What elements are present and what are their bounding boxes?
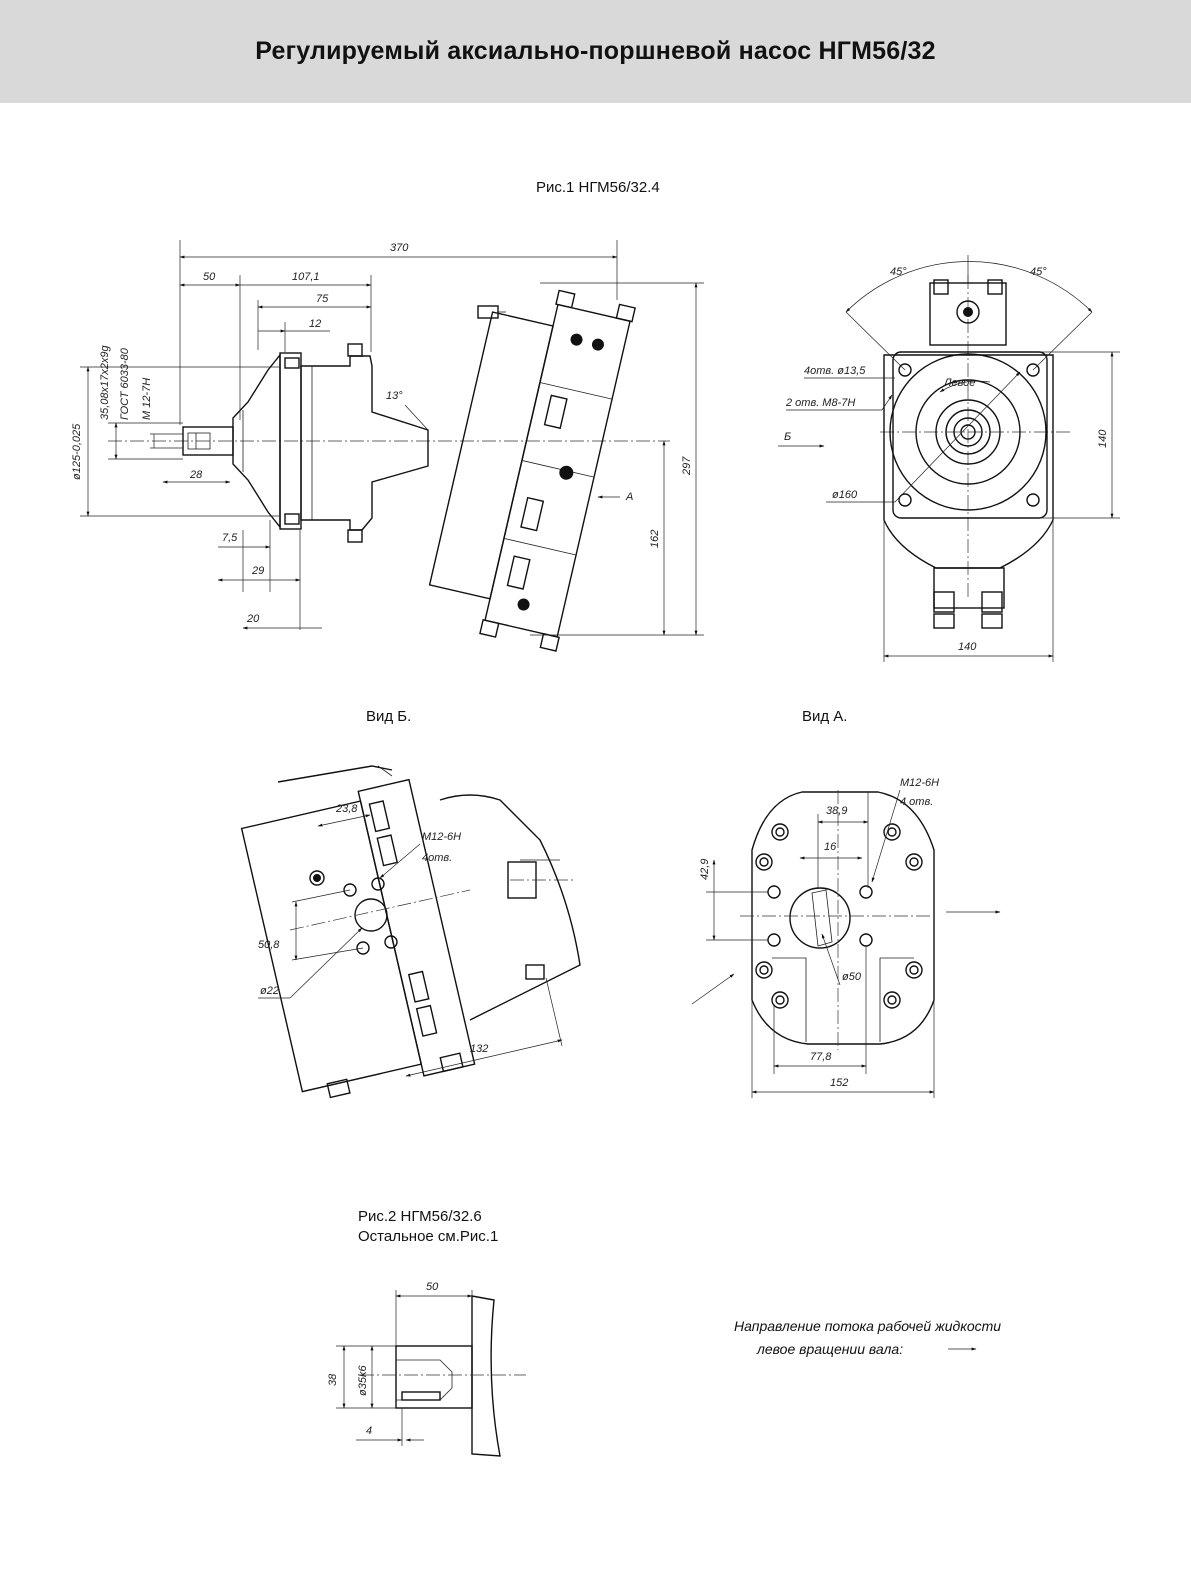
caption-view-a: Вид А.	[802, 708, 848, 725]
cylinder-block	[428, 289, 636, 652]
label-rotation-left: Левое	[943, 377, 975, 389]
title-bar: Регулируемый аксиально-поршневой насос Н…	[0, 0, 1191, 103]
dim-132: 132	[470, 1043, 488, 1055]
dim-50-fig2: 50	[426, 1281, 439, 1293]
caption-view-b: Вид Б.	[366, 708, 412, 725]
dim-370: 370	[390, 242, 409, 254]
dim-4-fig2: 4	[366, 1425, 372, 1437]
control-block	[484, 303, 631, 638]
dim-29: 29	[251, 565, 264, 577]
dim-45-left: 45°	[890, 266, 907, 278]
view-a-inlet-arrow	[691, 973, 735, 1005]
dim-160: ø160	[832, 489, 858, 501]
dim-162: 162	[649, 530, 661, 548]
dim-38-fig2: 38	[327, 1373, 339, 1386]
dim-13deg: 13°	[386, 390, 403, 402]
dim-125: ø125-0,025	[71, 423, 83, 480]
dim-23-8: 23,8	[335, 803, 358, 815]
flow-note-line1: Направление потока рабочей жидкости	[734, 1318, 1002, 1334]
label-view-a: А	[625, 491, 633, 503]
dim-152: 152	[830, 1077, 848, 1089]
dim-77-8: 77,8	[810, 1051, 832, 1063]
dim-75: 75	[316, 293, 329, 305]
view-b-drawing: 23,8 М12-6Н 4отв. 50,8 ø22 132	[240, 765, 581, 1099]
label-holes-b: 4отв.	[422, 852, 452, 864]
fig1-pump-end-view: 45° 45° 4отв. ø13,5 2 отв. М8-7Н Левое Б…	[778, 255, 1120, 662]
dim-m12-thread: М 12-7Н	[141, 378, 153, 420]
dim-140-vertical: 140	[1097, 429, 1109, 448]
square-flange	[892, 351, 1048, 519]
dim-42-9: 42,9	[699, 859, 711, 880]
dim-16: 16	[824, 841, 837, 853]
dim-50-8: 50,8	[258, 939, 280, 951]
label-m12-6h-b: М12-6Н	[422, 831, 461, 843]
dim-297: 297	[681, 456, 693, 476]
dim-gost: ГОСТ 6033-80	[119, 347, 131, 420]
dim-20: 20	[246, 613, 260, 625]
flow-note-line2: левое вращении вала:	[757, 1341, 904, 1357]
dim-12: 12	[309, 318, 321, 330]
caption-fig2-line1: Рис.2 НГМ56/32.6	[358, 1208, 482, 1225]
page-title: Регулируемый аксиально-поршневой насос Н…	[255, 37, 936, 65]
dim-28: 28	[189, 469, 203, 481]
dim-7-5: 7,5	[222, 532, 238, 544]
dim-107: 107,1	[292, 271, 320, 283]
fig1-pump-elevation: А 370 50 107,1 75 12 13° ø125-0,025	[71, 240, 704, 652]
dim-22: ø22	[260, 985, 279, 997]
caption-fig1: Рис.1 НГМ56/32.4	[536, 179, 660, 196]
dim-45-right: 45°	[1030, 266, 1047, 278]
dim-35-spline: 35,08x17x2x9g	[99, 345, 111, 420]
label-view-b: Б	[784, 431, 791, 443]
dim-38-9: 38,9	[826, 805, 847, 817]
view-a-drawing: 38,9 16 М12-6Н 4 отв. 42,9 ø50 77,8 152	[691, 777, 1001, 1098]
bearing-housing	[300, 355, 429, 531]
label-m8-threads: 2 отв. М8-7Н	[785, 397, 855, 409]
dim-140-horizontal: 140	[958, 641, 977, 653]
dim-35k6: ø35k6	[357, 1365, 369, 1396]
label-holes-13-5: 4отв. ø13,5	[804, 365, 866, 377]
dim-50-bore: ø50	[842, 971, 862, 983]
fig2-shaft-detail: 50 38 ø35k6 4	[327, 1281, 526, 1457]
label-holes-a: 4 отв.	[900, 796, 933, 808]
caption-fig2-line2: Остальное см.Рис.1	[358, 1228, 499, 1245]
label-m12-6h-a: М12-6Н	[900, 777, 939, 789]
dim-50: 50	[203, 271, 216, 283]
